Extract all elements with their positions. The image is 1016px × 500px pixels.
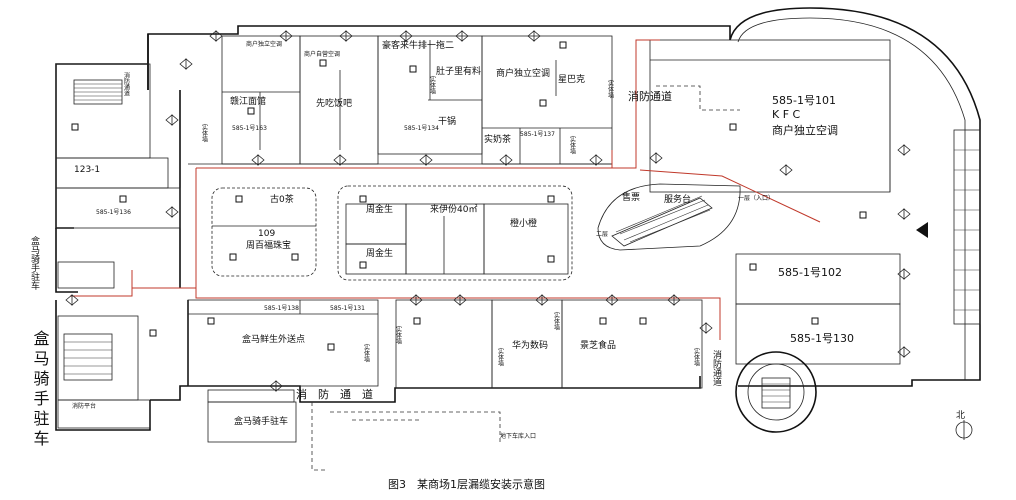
label-laiyifen: 来伊份40㎡ [430,203,477,215]
right-corridor [916,129,981,325]
label-aux2: 商户独立空调 [246,40,282,48]
small-annotations: 585-1号163 585-1号134 585-1号137 585-1号138 … [72,40,774,440]
label-hm-fresh: 盒马鲜生外送点 [242,333,305,345]
bottom-shops [187,299,703,389]
label-585-138: 585-1号138 [264,305,299,312]
label-solid-wall-1: 实体墙 [201,123,208,143]
feeder-lines [311,85,740,471]
label-fire-lane-bottom: 消 防 通 道 [296,387,373,401]
north-label: 北 [956,410,965,421]
escalator [597,183,741,251]
label-solid-wall-8: 实体墙 [553,311,560,331]
label-solid-wall-9: 实体墙 [693,347,700,367]
label-shicha: 实奶茶 [484,133,511,145]
label-stair-left: 消防通道 [123,71,130,97]
label-585-130: 585-1号130 [790,332,854,345]
label-585-131: 585-1号131 [330,305,365,312]
label-ganguo: 干锅 [438,116,456,127]
label-entry-bottom: 地下车库入口 [500,432,536,440]
label-fuwutai: 服务台 [664,193,691,205]
label-solid-wall-4: 实体墙 [569,135,576,155]
left-wing-rooms [55,63,297,443]
label-fire-lane-top: 消防通道 [628,89,672,103]
label-solid-wall-5: 实体墙 [363,343,370,363]
label-jinma-big: 盒马骑手驻车 [31,330,50,450]
label-solid-wall-6: 实体墙 [395,325,402,345]
label-huawei: 华为数码 [512,339,548,351]
label-duzi: 肚子里有料 [436,65,481,77]
label-zhoujinsheng1: 周金生 [366,203,393,215]
label-solid-wall-7: 实体墙 [497,347,504,367]
center-islands [211,185,573,281]
label-solid-wall-2: 实体墙 [429,75,436,95]
label-jiangxi: 赣江面馆 [230,95,266,107]
antenna-markers [71,41,867,351]
label-entry2: 二层 [596,231,608,238]
label-585-161: 585-1号163 [232,125,267,132]
label-585-136: 585-1号136 [96,209,131,216]
label-123-1: 123-1 [74,165,100,175]
vertical-labels: 盒马骑手驻车 盒马骑手驻车 消防通道 消防通道 消 防 通 道 实体墙 实体墙 … [29,71,722,450]
label-shanghu-aircon: 商户独立空调 [496,67,550,79]
label-zhoujinsheng2: 周金生 [366,247,393,259]
right-shops [649,39,901,365]
label-585-102: 585-1号102 [778,266,842,279]
label-haokeniu: 豪客来牛排一拖二 [382,39,454,51]
label-chuwu: 售票 [622,191,640,203]
label-xianchi: 先吃饭吧 [316,97,352,109]
label-jinma-bottom: 盒马骑手驻车 [234,415,288,427]
label-solid-wall-3: 实体墙 [607,79,614,99]
label-entry1: 一层（入口） [738,195,774,202]
label-585-137: 585-1号137 [520,131,555,138]
label-585-101: 585-1号101 [772,94,836,107]
label-jingzhi: 景芝食品 [580,339,616,351]
store-labels: 赣江面馆 先吃饭吧 豪客来牛排一拖二 肚子里有料 干锅 实奶茶 商户独立空调 星… [74,39,854,427]
label-109: 109 [258,229,275,239]
label-fire-lane-right: 消防通道 [711,349,722,387]
label-small-corner: 消防平台 [72,402,96,410]
spiral-stair [735,351,817,433]
splitter-symbols [65,30,911,392]
label-chengxiaocheng: 橙小橙 [510,217,537,229]
label-jinma-small: 盒马骑手驻车 [29,235,40,291]
leaky-cable-route [70,39,821,340]
label-585-134: 585-1号134 [404,125,439,132]
figure-caption: 图3 某商场1层漏缆安装示意图 [388,477,545,491]
label-xingbake: 星巴克 [558,74,585,85]
north-arrow: 北 [955,410,973,440]
label-gubao: 古0茶 [270,193,294,205]
label-kfc-aircon: 商户独立空调 [772,123,838,137]
label-kfc: K F C [772,108,801,121]
label-aux1: 商户自营空调 [304,50,340,58]
label-zhoubaifu: 周百福珠宝 [246,239,291,251]
